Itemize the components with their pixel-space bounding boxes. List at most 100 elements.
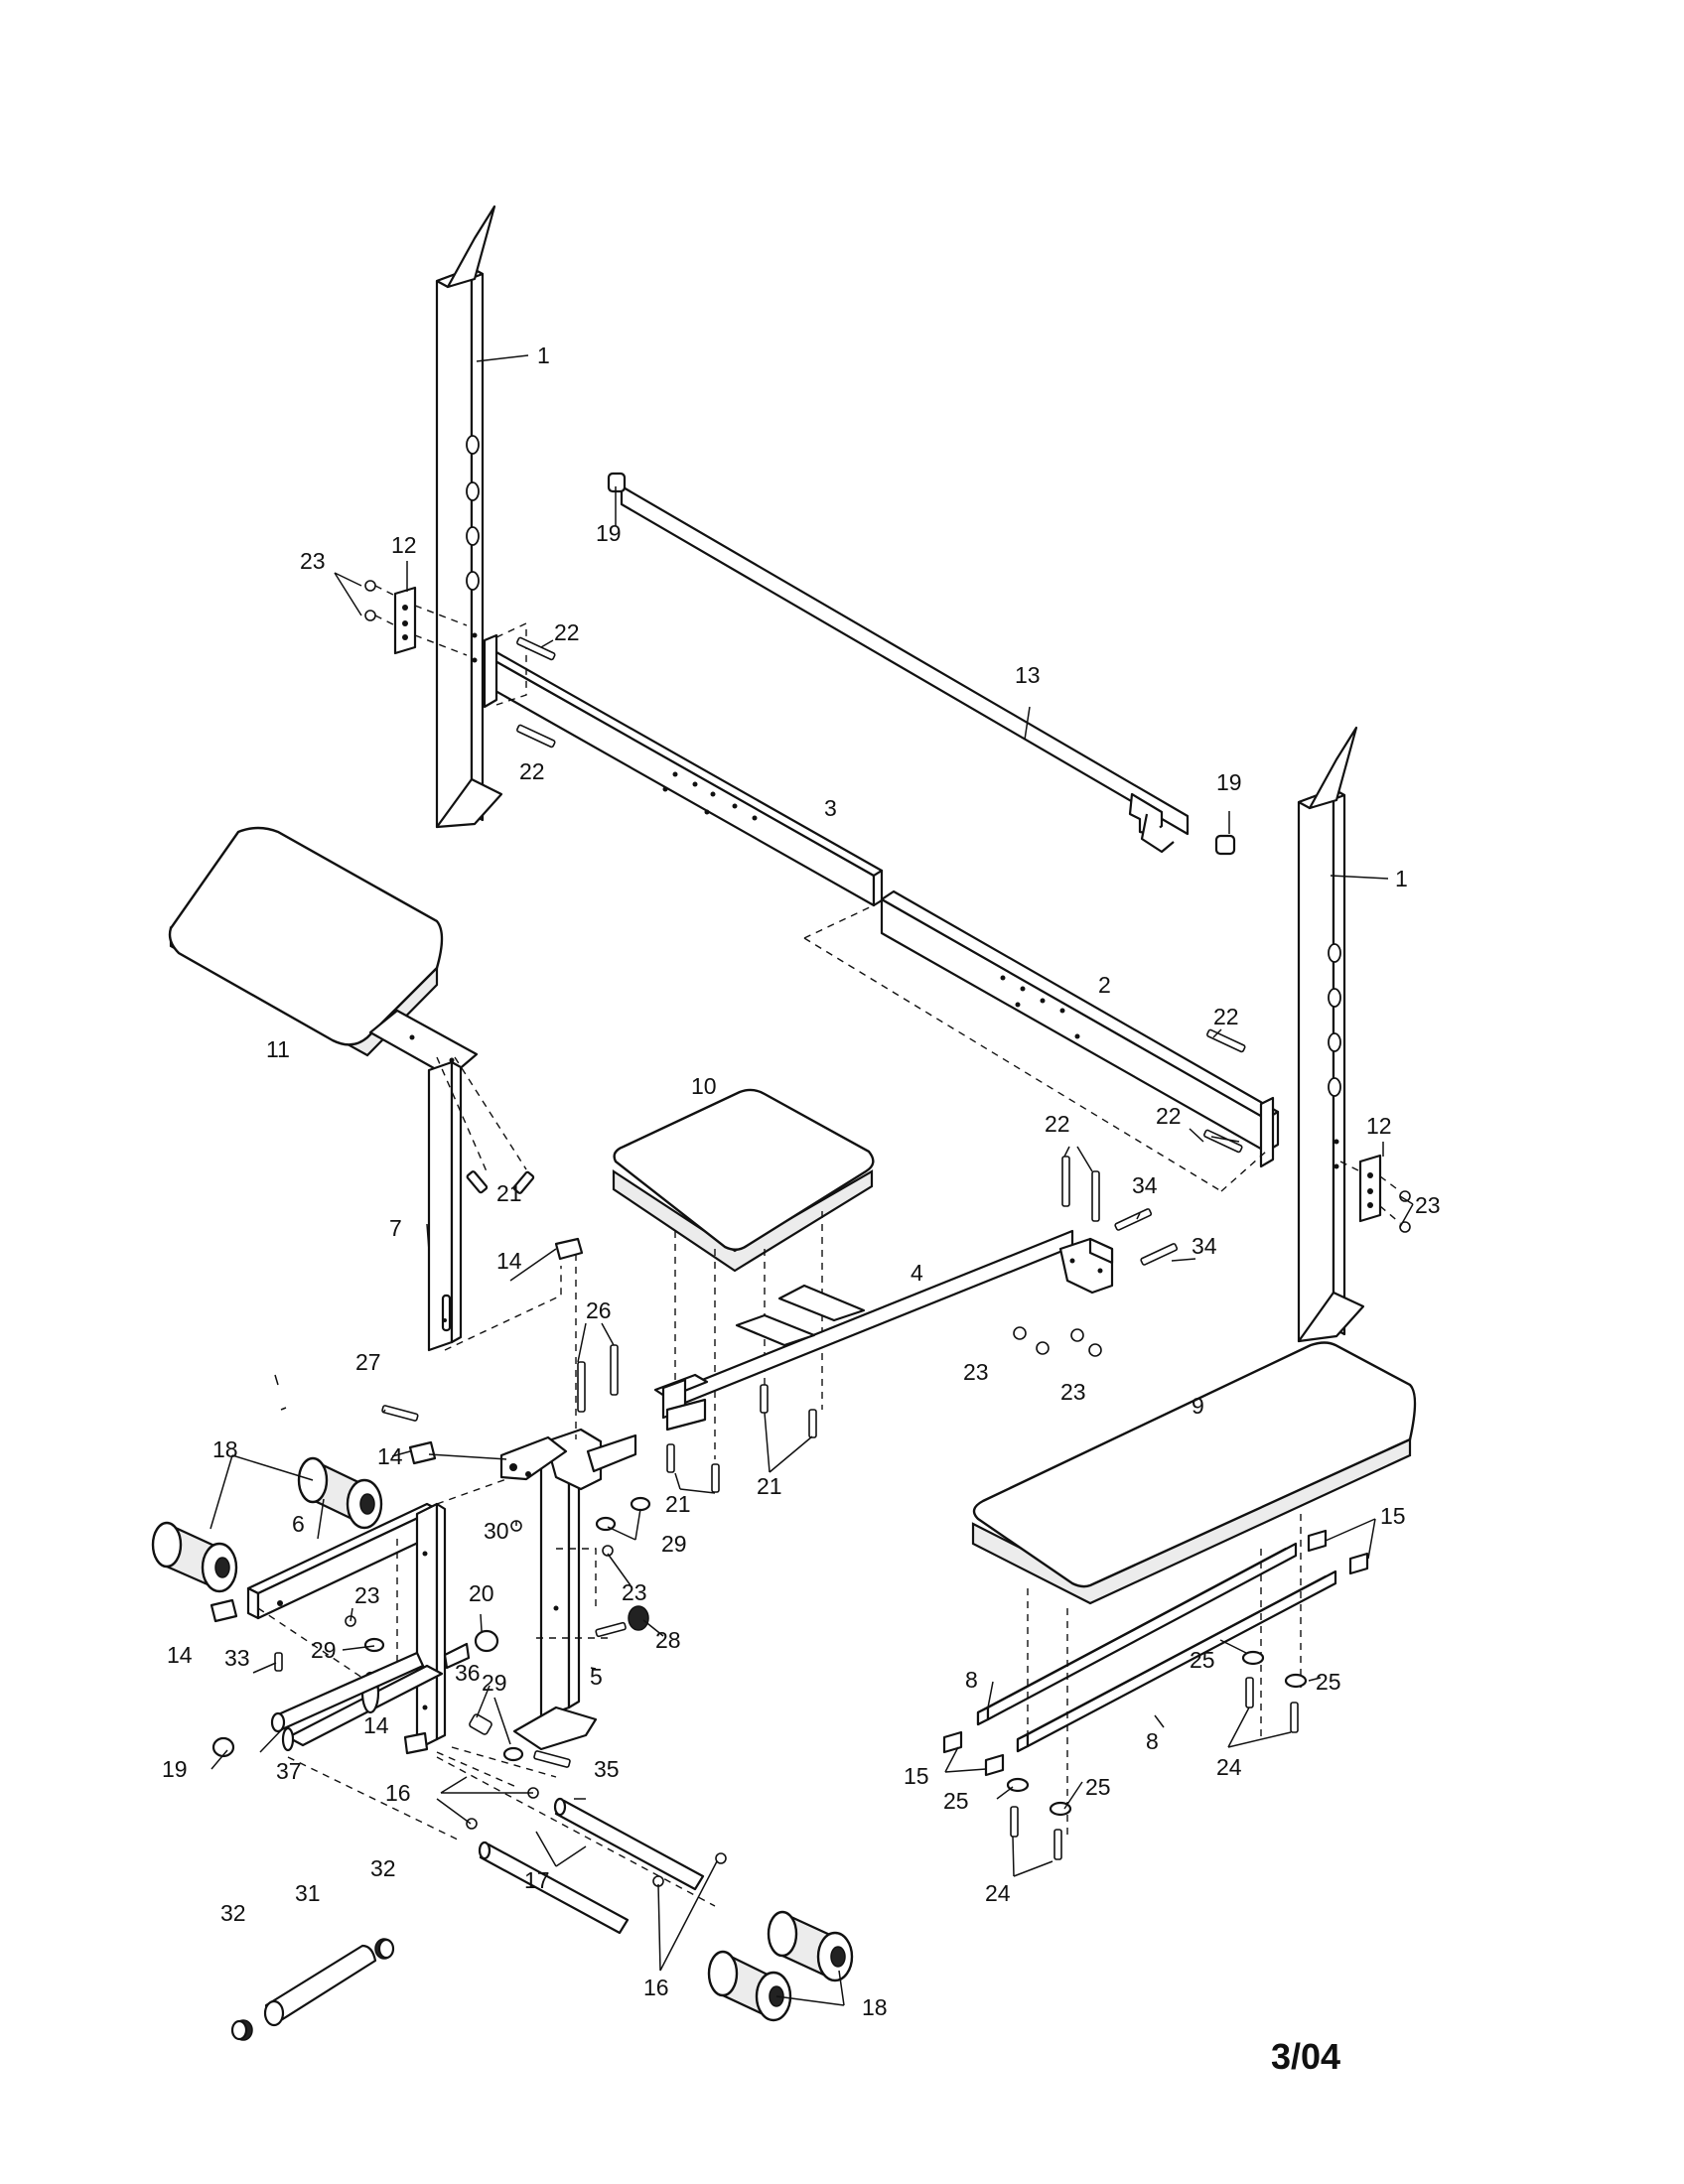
callout-10: 10: [691, 1073, 717, 1099]
callout-35: 35: [594, 1756, 620, 1782]
callout-12-left: 12: [391, 532, 417, 558]
callout-11: 11: [266, 1036, 290, 1062]
callout-37: 37: [276, 1758, 302, 1784]
bolts-22: [516, 636, 1246, 1222]
washers-29: [363, 1496, 651, 1762]
rod-37: [270, 1651, 425, 1733]
callout-14-d: 14: [363, 1712, 389, 1738]
callout-7: 7: [389, 1215, 402, 1241]
back-pad-11: [168, 826, 444, 1057]
callout-25-c: 25: [943, 1788, 969, 1814]
callout-23-d: 23: [1060, 1379, 1086, 1405]
callout-32-right: 32: [370, 1855, 396, 1881]
rod-17-upper: [553, 1797, 705, 1891]
callout-19-right: 19: [1216, 769, 1242, 795]
callout-29-b: 29: [311, 1637, 337, 1663]
callout-5: 5: [590, 1664, 603, 1690]
callout-31: 31: [295, 1880, 321, 1906]
callout-1-right: 1: [1395, 866, 1408, 891]
post-7: [368, 1009, 562, 1352]
rod-31: [230, 1938, 395, 2041]
bracket-right: [1339, 1154, 1411, 1233]
callout-3: 3: [824, 795, 837, 821]
callout-27: 27: [355, 1349, 381, 1375]
bench-pad-9: [971, 1341, 1417, 1605]
callout-16-lower: 16: [643, 1975, 669, 2000]
misc-hardware: [211, 1405, 727, 1887]
rail-8-lower: [1016, 1570, 1337, 1753]
callout-36: 36: [455, 1660, 481, 1686]
bolts-21: [666, 1384, 817, 1493]
callout-4: 4: [911, 1260, 923, 1286]
callout-22-d: 22: [1156, 1103, 1182, 1129]
callout-23-f: 23: [354, 1582, 380, 1608]
callout-33: 33: [224, 1645, 250, 1671]
callout-22-c: 22: [1213, 1004, 1239, 1029]
callout-25-d: 25: [1085, 1774, 1111, 1800]
roller-lower-left: [151, 1521, 238, 1593]
bolts-24: [1010, 1677, 1299, 1860]
callout-8-upper: 8: [965, 1667, 978, 1693]
callout-1-left: 1: [537, 342, 550, 368]
callout-13: 13: [1015, 662, 1041, 688]
roller-lower-right: [707, 1950, 792, 2022]
callout-28: 28: [655, 1627, 681, 1653]
roller-upper-left: [297, 1456, 383, 1530]
callout-14-b: 14: [377, 1443, 403, 1469]
bracket-left: [364, 580, 468, 656]
roller-upper-right: [767, 1910, 854, 1982]
page-number: 3/04: [1271, 2036, 1340, 2077]
callout-21-mid: 21: [665, 1491, 691, 1517]
callout-29-a: 29: [661, 1531, 687, 1557]
center-post-5: [499, 1241, 637, 1751]
bolts-34: [1114, 1208, 1179, 1266]
callout-18-left: 18: [212, 1436, 238, 1462]
callout-23-e: 23: [622, 1579, 647, 1605]
rod-17-lower: [478, 1841, 630, 1935]
callout-14-a: 14: [496, 1248, 522, 1274]
callout-18-right: 18: [862, 1994, 888, 2020]
callout-17: 17: [524, 1867, 550, 1893]
seat-10: [612, 1088, 875, 1459]
callout-34-upper: 34: [1132, 1172, 1158, 1198]
callout-24-lower: 24: [985, 1880, 1011, 1906]
washers-25: [1006, 1650, 1308, 1817]
callout-14-c: 14: [167, 1642, 193, 1668]
callout-19-top: 19: [596, 520, 622, 546]
caps-14: [210, 1237, 584, 1755]
bolts-26: [577, 1344, 619, 1413]
leg-assembly-6: [246, 1478, 716, 1907]
callout-15-bottom: 15: [904, 1763, 929, 1789]
bar-13: [607, 472, 1236, 856]
callout-25-a: 25: [1190, 1647, 1215, 1673]
callout-15-top: 15: [1380, 1503, 1406, 1529]
leader-lines: [210, 354, 1414, 2006]
callout-22-e: 22: [1045, 1111, 1070, 1137]
upright-left: [435, 205, 503, 829]
bench-dash-guides: [1027, 1514, 1302, 1837]
callout-8-lower: 8: [1146, 1728, 1159, 1754]
callout-9: 9: [1192, 1393, 1204, 1419]
callout-30: 30: [484, 1518, 509, 1544]
callout-22-a: 22: [554, 619, 580, 645]
callout-29-c: 29: [482, 1670, 507, 1696]
callout-6: 6: [292, 1511, 305, 1537]
callout-25-b: 25: [1316, 1669, 1341, 1695]
callout-19-left: 19: [162, 1756, 188, 1782]
cross-tube-3: [483, 633, 884, 907]
upright-right: [1297, 726, 1365, 1343]
callout-23-a: 23: [300, 548, 326, 574]
rail-8-upper: [976, 1542, 1298, 1726]
callout-24-upper: 24: [1216, 1754, 1242, 1780]
callout-21-right: 21: [757, 1473, 782, 1499]
main-frame-4: [653, 1229, 1114, 1432]
callout-23-c: 23: [963, 1359, 989, 1385]
callout-32-left: 32: [220, 1900, 246, 1926]
callout-12-right: 12: [1366, 1113, 1392, 1139]
callout-20: 20: [469, 1580, 494, 1606]
callout-26: 26: [586, 1297, 612, 1323]
caps-15: [942, 1529, 1369, 1777]
callout-16-upper: 16: [385, 1780, 411, 1806]
callout-34-lower: 34: [1192, 1233, 1217, 1259]
